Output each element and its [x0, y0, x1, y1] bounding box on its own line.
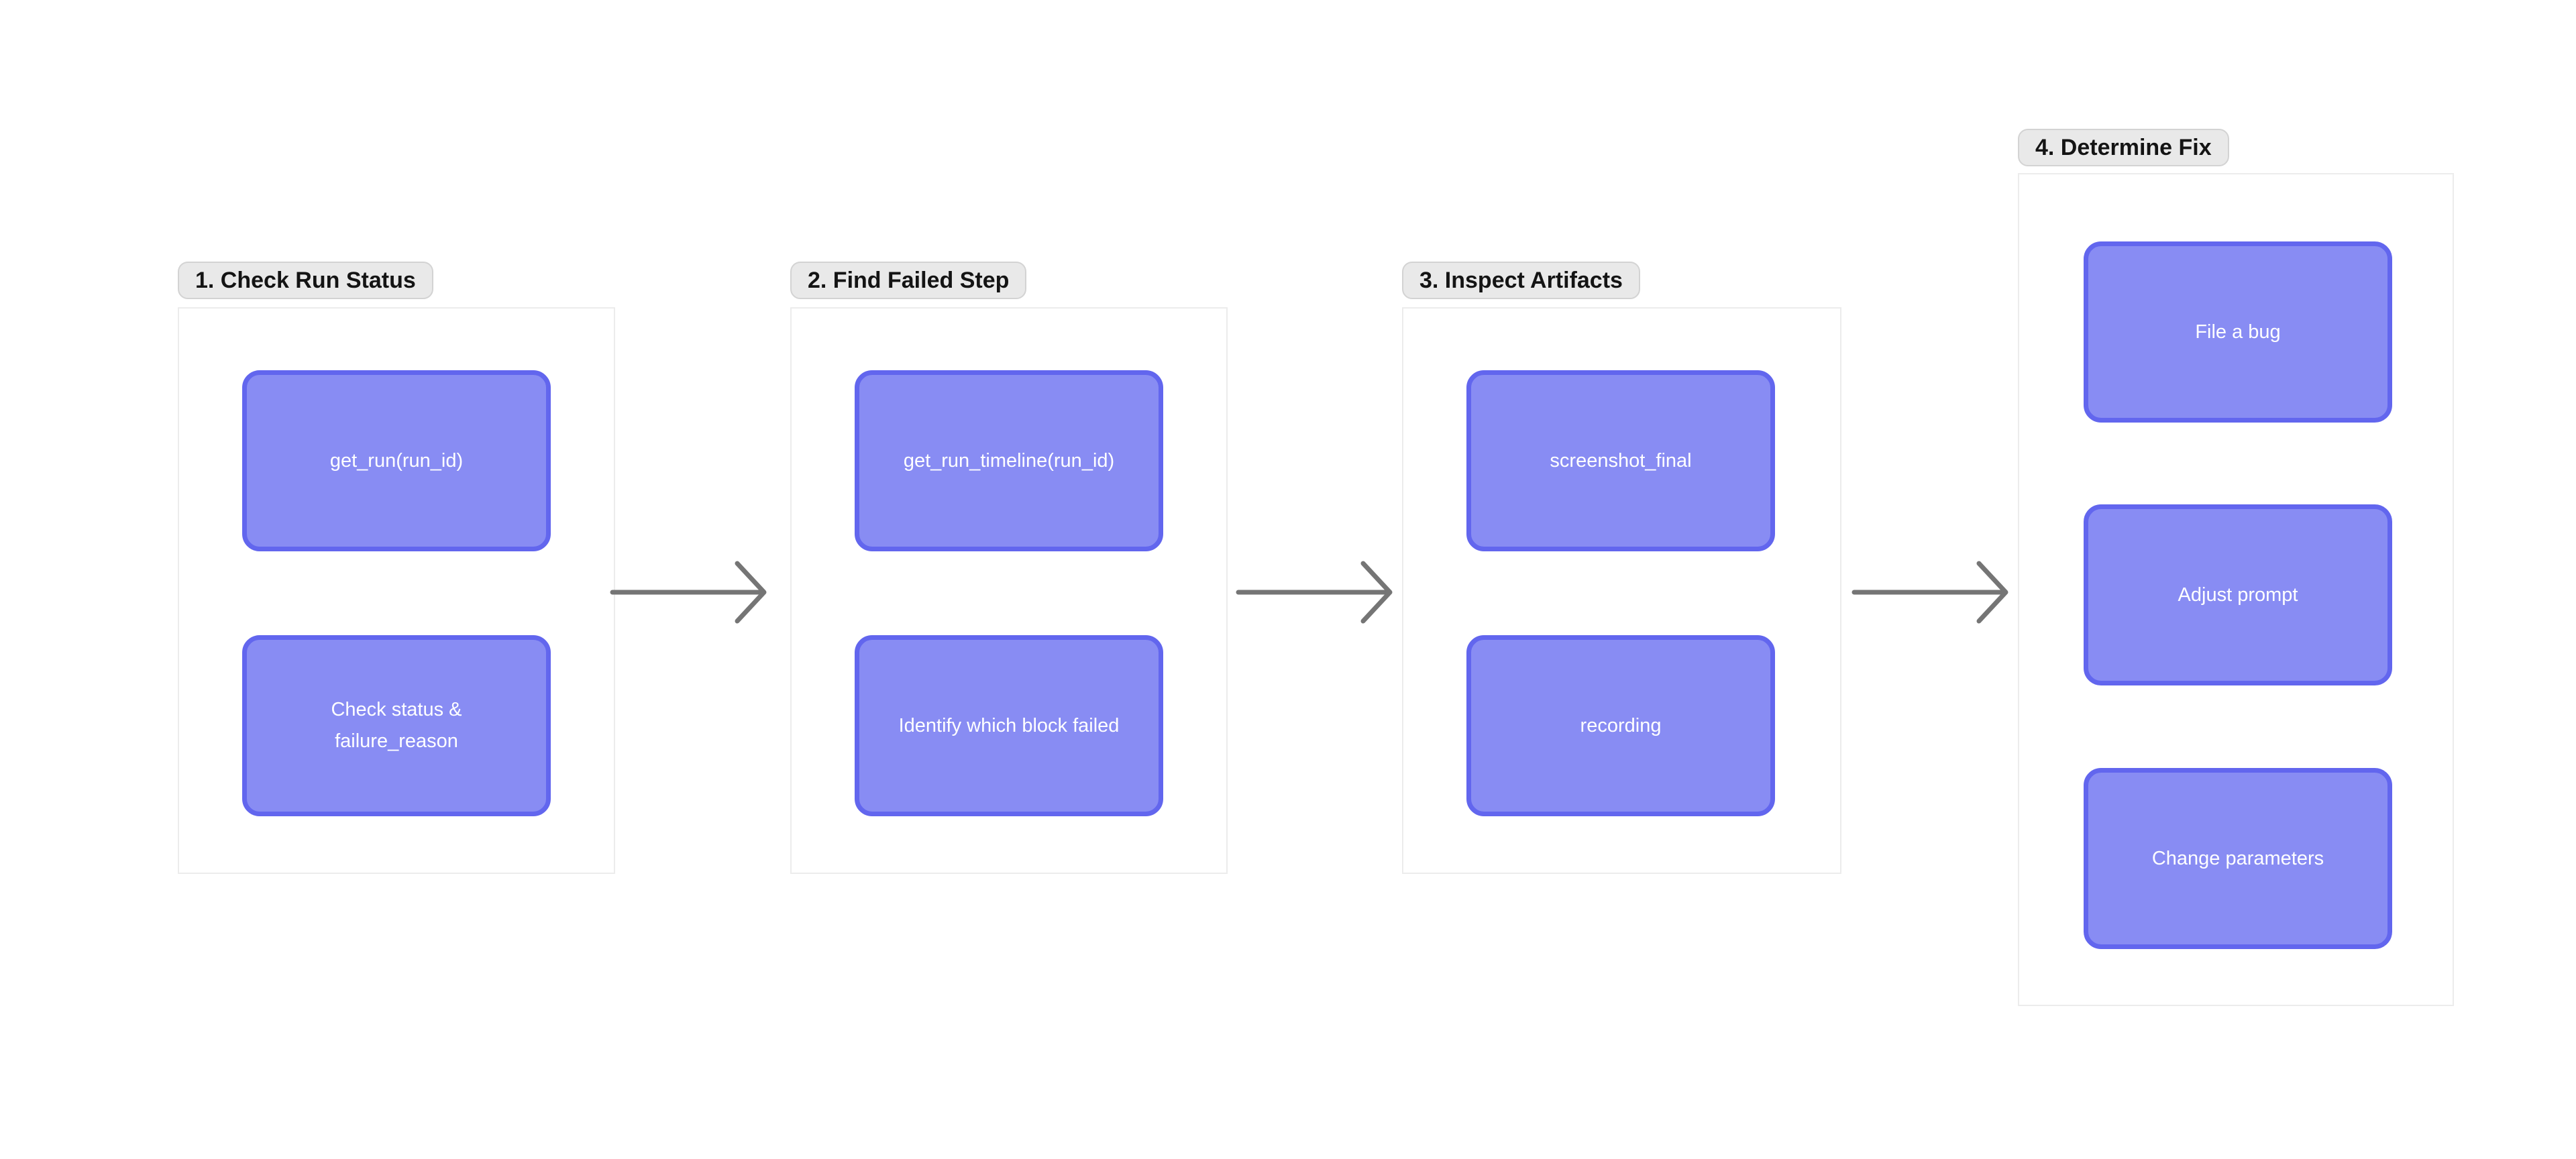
node-adjust-prompt[interactable]: Adjust prompt	[2084, 504, 2392, 685]
node-get-run[interactable]: get_run(run_id)	[242, 370, 551, 551]
node-adjust-prompt-label: Adjust prompt	[2178, 584, 2298, 606]
group-box-determine-fix[interactable]: File a bug Adjust prompt Change paramete…	[2018, 173, 2454, 1006]
node-change-parameters[interactable]: Change parameters	[2084, 768, 2392, 949]
node-check-status-failure-reason[interactable]: Check status & failure_reason	[242, 635, 551, 816]
arrow-right-icon[interactable]	[1233, 552, 1401, 632]
node-recording[interactable]: recording	[1466, 635, 1775, 816]
node-recording-label: recording	[1580, 714, 1662, 736]
node-get-run-timeline-label: get_run_timeline(run_id)	[903, 449, 1115, 472]
group-box-inspect-artifacts[interactable]: screenshot_final recording	[1402, 307, 1841, 874]
group-label-inspect-artifacts[interactable]: 3. Inspect Artifacts	[1402, 262, 1640, 299]
node-change-parameters-label: Change parameters	[2151, 847, 2324, 869]
group-box-find-failed-step[interactable]: get_run_timeline(run_id) Identify which …	[790, 307, 1228, 874]
group-box-check-run-status[interactable]: get_run(run_id) Check status & failure_r…	[178, 307, 615, 874]
arrow-right-icon[interactable]	[607, 552, 775, 632]
node-check-status-failure-reason-label: Check status & failure_reason	[331, 699, 462, 752]
node-identify-failed-block[interactable]: Identify which block failed	[855, 635, 1163, 816]
node-get-run-label: get_run(run_id)	[329, 449, 464, 472]
group-label-check-run-status[interactable]: 1. Check Run Status	[178, 262, 433, 299]
node-get-run-timeline[interactable]: get_run_timeline(run_id)	[855, 370, 1163, 551]
group-label-determine-fix[interactable]: 4. Determine Fix	[2018, 129, 2229, 166]
node-screenshot-final-label: screenshot_final	[1550, 449, 1692, 472]
group-label-find-failed-step[interactable]: 2. Find Failed Step	[790, 262, 1027, 299]
arrow-right-icon[interactable]	[1849, 552, 2017, 632]
node-file-a-bug[interactable]: File a bug	[2084, 241, 2392, 423]
node-identify-failed-block-label: Identify which block failed	[898, 714, 1120, 736]
node-screenshot-final[interactable]: screenshot_final	[1466, 370, 1775, 551]
node-file-a-bug-label: File a bug	[2195, 321, 2281, 343]
